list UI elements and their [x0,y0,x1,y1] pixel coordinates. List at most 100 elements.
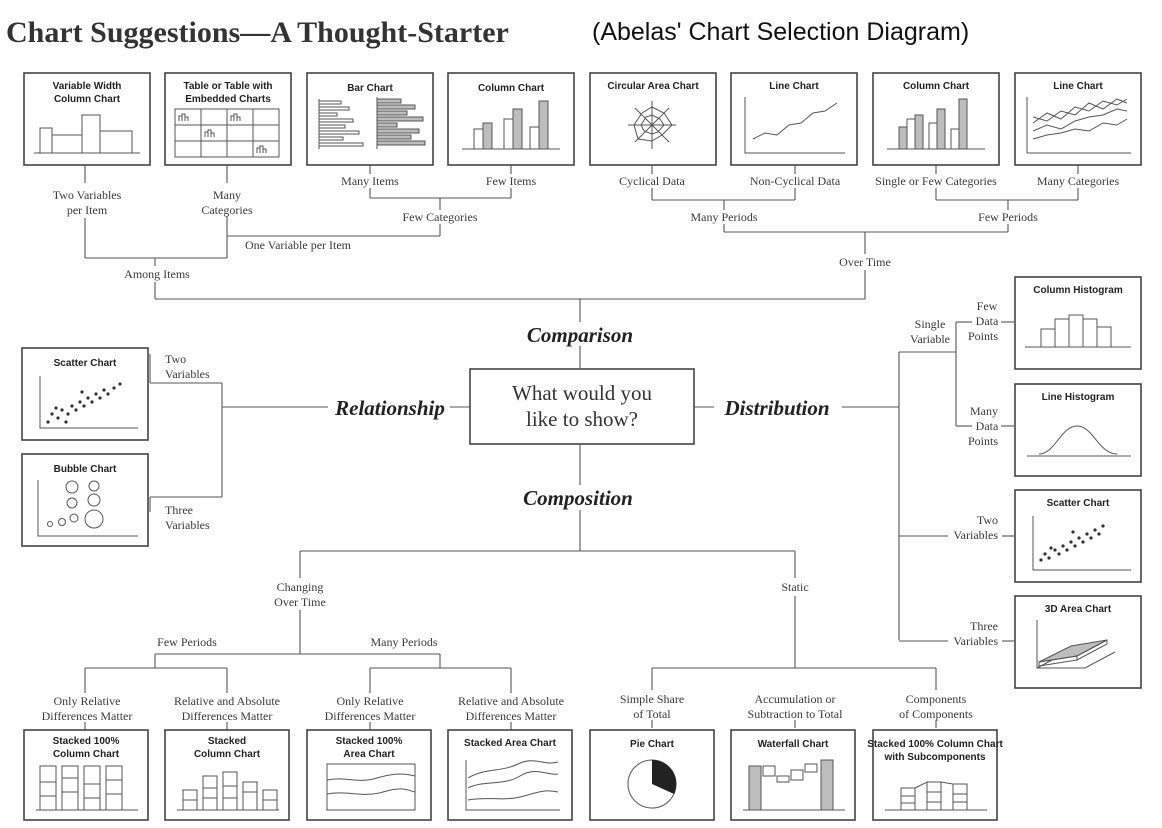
svg-text:Stacked: Stacked [208,736,246,747]
label-accumulation-2: Subtraction to Total [748,707,844,721]
thumb-column-chart-2: Column Chart [872,72,1000,166]
label-many-categories-table-2: Categories [201,203,253,217]
svg-text:Table or Table with: Table or Table with [183,81,272,92]
label-simple-share-1: Simple Share [620,692,684,706]
svg-text:Area Chart: Area Chart [343,749,395,760]
svg-text:Pie Chart: Pie Chart [630,739,675,750]
label-few-categories: Few Categories [403,210,478,224]
label-relative-absolute-1a: Relative and Absolute [174,694,280,708]
thumb-3d-area-chart: 3D Area Chart [1014,595,1142,689]
label-few-data-points-1: Few [977,299,998,313]
label-two-variables-dist-2: Variables [953,528,998,542]
svg-text:Column Chart: Column Chart [53,749,120,760]
label-two-variables-rel-2: Variables [165,367,210,381]
label-only-relative-2b: Differences Matter [325,709,416,723]
thumb-scatter-chart-distribution: Scatter Chart [1014,489,1142,583]
svg-text:Column Chart: Column Chart [478,83,545,94]
label-few-items: Few Items [486,174,537,188]
thumb-column-chart: Column Chart [447,72,575,166]
label-among-items: Among Items [124,267,190,281]
svg-text:Line Chart: Line Chart [1053,81,1103,92]
svg-text:Waterfall Chart: Waterfall Chart [758,739,829,750]
thumb-line-chart: Line Chart [730,72,858,166]
label-three-variables-dist-2: Variables [953,634,998,648]
category-relationship: Relationship [334,396,445,420]
label-many-categories: Many Categories [1037,174,1120,188]
center-question-box: What would you like to show? [469,368,695,445]
svg-text:Circular Area Chart: Circular Area Chart [607,81,699,92]
label-one-variable-per-item: One Variable per Item [245,238,352,252]
label-components-1: Components [906,692,967,706]
label-two-variables-rel-1: Two [165,352,186,366]
thumb-scatter-chart-relationship: Scatter Chart [21,347,149,441]
thumb-pie-chart: Pie Chart [589,729,715,821]
label-many-data-points-3: Points [968,434,998,448]
label-relative-absolute-1b: Differences Matter [182,709,273,723]
svg-text:3D Area Chart: 3D Area Chart [1045,604,1112,615]
svg-text:Bubble Chart: Bubble Chart [54,464,117,475]
label-static: Static [781,580,808,594]
thumb-stacked-100-column-chart: Stacked 100% Column Chart [23,729,149,821]
label-over-time: Over Time [839,255,891,269]
svg-text:Column Chart: Column Chart [194,749,261,760]
thumb-line-histogram: Line Histogram [1014,383,1142,477]
label-accumulation-1: Accumulation or [755,692,836,706]
thumb-stacked-100-area-chart: Stacked 100% Area Chart [306,729,432,821]
connector-lines [84,165,1079,730]
label-two-variables-per-item-1: Two Variables [53,188,122,202]
thumb-waterfall-chart: Waterfall Chart [730,729,856,821]
diagram-title: Chart Suggestions—A Thought-Starter [6,16,509,49]
branch-labels: Two Variables per Item Many Categories M… [42,174,1120,723]
label-only-relative-2a: Only Relative [337,694,404,708]
label-few-data-points-3: Points [968,329,998,343]
svg-text:Scatter Chart: Scatter Chart [1047,498,1110,509]
label-few-periods: Few Periods [978,210,1038,224]
thumb-line-chart-2: Line Chart [1014,72,1142,166]
label-two-variables-dist-1: Two [977,513,998,527]
svg-text:Column Chart: Column Chart [54,94,121,105]
category-comparison: Comparison [527,323,633,347]
label-three-variables-dist-1: Three [970,619,998,633]
label-changing-over-time-1: Changing [277,580,324,594]
svg-text:with Subcomponents: with Subcomponents [883,752,986,763]
svg-text:Line Histogram: Line Histogram [1042,392,1115,403]
thumb-stacked-column-chart: Stacked Column Chart [164,729,290,821]
label-changing-over-time-2: Over Time [274,595,326,609]
svg-text:Bar Chart: Bar Chart [347,83,393,94]
label-relative-absolute-2b: Differences Matter [466,709,557,723]
label-single-or-few-categories: Single or Few Categories [875,174,997,188]
label-non-cyclical-data: Non-Cyclical Data [750,174,841,188]
svg-text:Column Chart: Column Chart [903,81,970,92]
label-many-categories-table-1: Many [213,188,241,202]
label-relative-absolute-2a: Relative and Absolute [458,694,564,708]
svg-text:Embedded Charts: Embedded Charts [185,94,271,105]
label-few-periods-comp: Few Periods [157,635,217,649]
label-cyclical-data: Cyclical Data [619,174,685,188]
center-question-line1: What would you [512,381,652,405]
svg-text:Stacked 100%: Stacked 100% [53,736,120,747]
thumb-table-embedded-charts: Table or Table with Embedded Charts [164,72,292,166]
svg-text:Column Histogram: Column Histogram [1033,285,1123,296]
label-three-variables-rel-1: Three [165,503,193,517]
label-two-variables-per-item-2: per Item [67,203,108,217]
thumb-bar-chart: Bar Chart [306,72,434,166]
label-single-variable-2: Variable [910,332,950,346]
label-many-data-points-2: Data [976,419,999,433]
center-question-line2: like to show? [526,407,638,431]
svg-text:Stacked Area Chart: Stacked Area Chart [464,738,557,749]
thumb-stacked-100-column-subcomponents: Stacked 100% Column Chart with Subcompon… [867,729,1003,821]
label-only-relative-1b: Differences Matter [42,709,133,723]
thumb-stacked-area-chart: Stacked Area Chart [447,729,573,821]
label-three-variables-rel-2: Variables [165,518,210,532]
thumb-bubble-chart: Bubble Chart [21,453,149,547]
label-many-periods: Many Periods [691,210,758,224]
svg-text:Line Chart: Line Chart [769,81,819,92]
label-many-items: Many Items [341,174,399,188]
label-many-periods-comp: Many Periods [371,635,438,649]
diagram-subtitle: (Abelas' Chart Selection Diagram) [592,18,969,46]
svg-text:Stacked 100% Column Chart: Stacked 100% Column Chart [867,739,1003,750]
category-composition: Composition [523,486,633,510]
label-simple-share-2: of Total [633,707,671,721]
label-few-data-points-2: Data [976,314,999,328]
